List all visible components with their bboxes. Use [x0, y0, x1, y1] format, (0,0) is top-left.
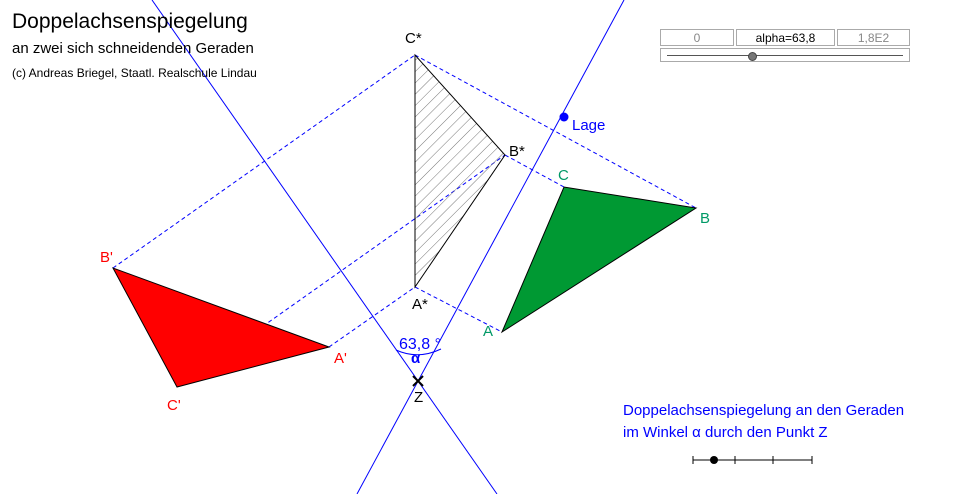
- subtitle: an zwei sich schneidenden Geraden: [12, 40, 254, 57]
- alpha-value-field[interactable]: alpha=63,8: [736, 29, 835, 46]
- label-a: A: [483, 323, 494, 340]
- label-b-star: B*: [509, 143, 525, 160]
- angle-arc: [395, 348, 442, 356]
- alpha-slider-track: [667, 55, 903, 56]
- label-c-prime: C': [167, 397, 181, 414]
- alpha-value: alpha=63,8: [755, 31, 816, 45]
- slider-knob[interactable]: [710, 456, 718, 464]
- label-z: Z: [414, 389, 424, 406]
- triangle-a2b2c2: [414, 53, 506, 289]
- label-a-prime: A': [334, 350, 347, 367]
- axis-line-2[interactable]: [356, 0, 625, 494]
- triangle-a1b1c1: [111, 267, 331, 388]
- title: Doppelachsenspiegelung: [12, 10, 248, 33]
- lage-point[interactable]: [559, 112, 569, 122]
- axis-line-1[interactable]: [151, 0, 498, 494]
- angle-value: 63,8 °: [399, 336, 441, 353]
- max-value: 1,8E2: [857, 31, 890, 45]
- label-a-star: A*: [412, 296, 428, 313]
- copyright: (c) Andreas Briegel, Staatl. Realschule …: [12, 66, 257, 80]
- alpha-max-field[interactable]: 1,8E2: [837, 29, 910, 46]
- alpha-slider-knob[interactable]: [748, 52, 757, 61]
- alpha-min-field[interactable]: 0: [660, 29, 734, 46]
- triangle-abc[interactable]: [500, 186, 698, 334]
- description: Doppelachsenspiegelung an den Geraden im …: [623, 400, 904, 444]
- description-line-1: Doppelachsenspiegelung an den Geraden: [623, 402, 905, 419]
- label-b-prime: B': [100, 249, 113, 266]
- label-c: C: [558, 167, 569, 184]
- angle-symbol: α: [411, 350, 421, 367]
- min-value: 0: [693, 31, 701, 45]
- label-b: B: [700, 210, 711, 227]
- description-line-2: im Winkel α durch den Punkt Z: [623, 424, 828, 441]
- z-point[interactable]: [412, 375, 424, 387]
- label-c-star: C*: [405, 30, 422, 47]
- label-lage: Lage: [572, 117, 606, 134]
- alpha-slider[interactable]: [660, 48, 910, 62]
